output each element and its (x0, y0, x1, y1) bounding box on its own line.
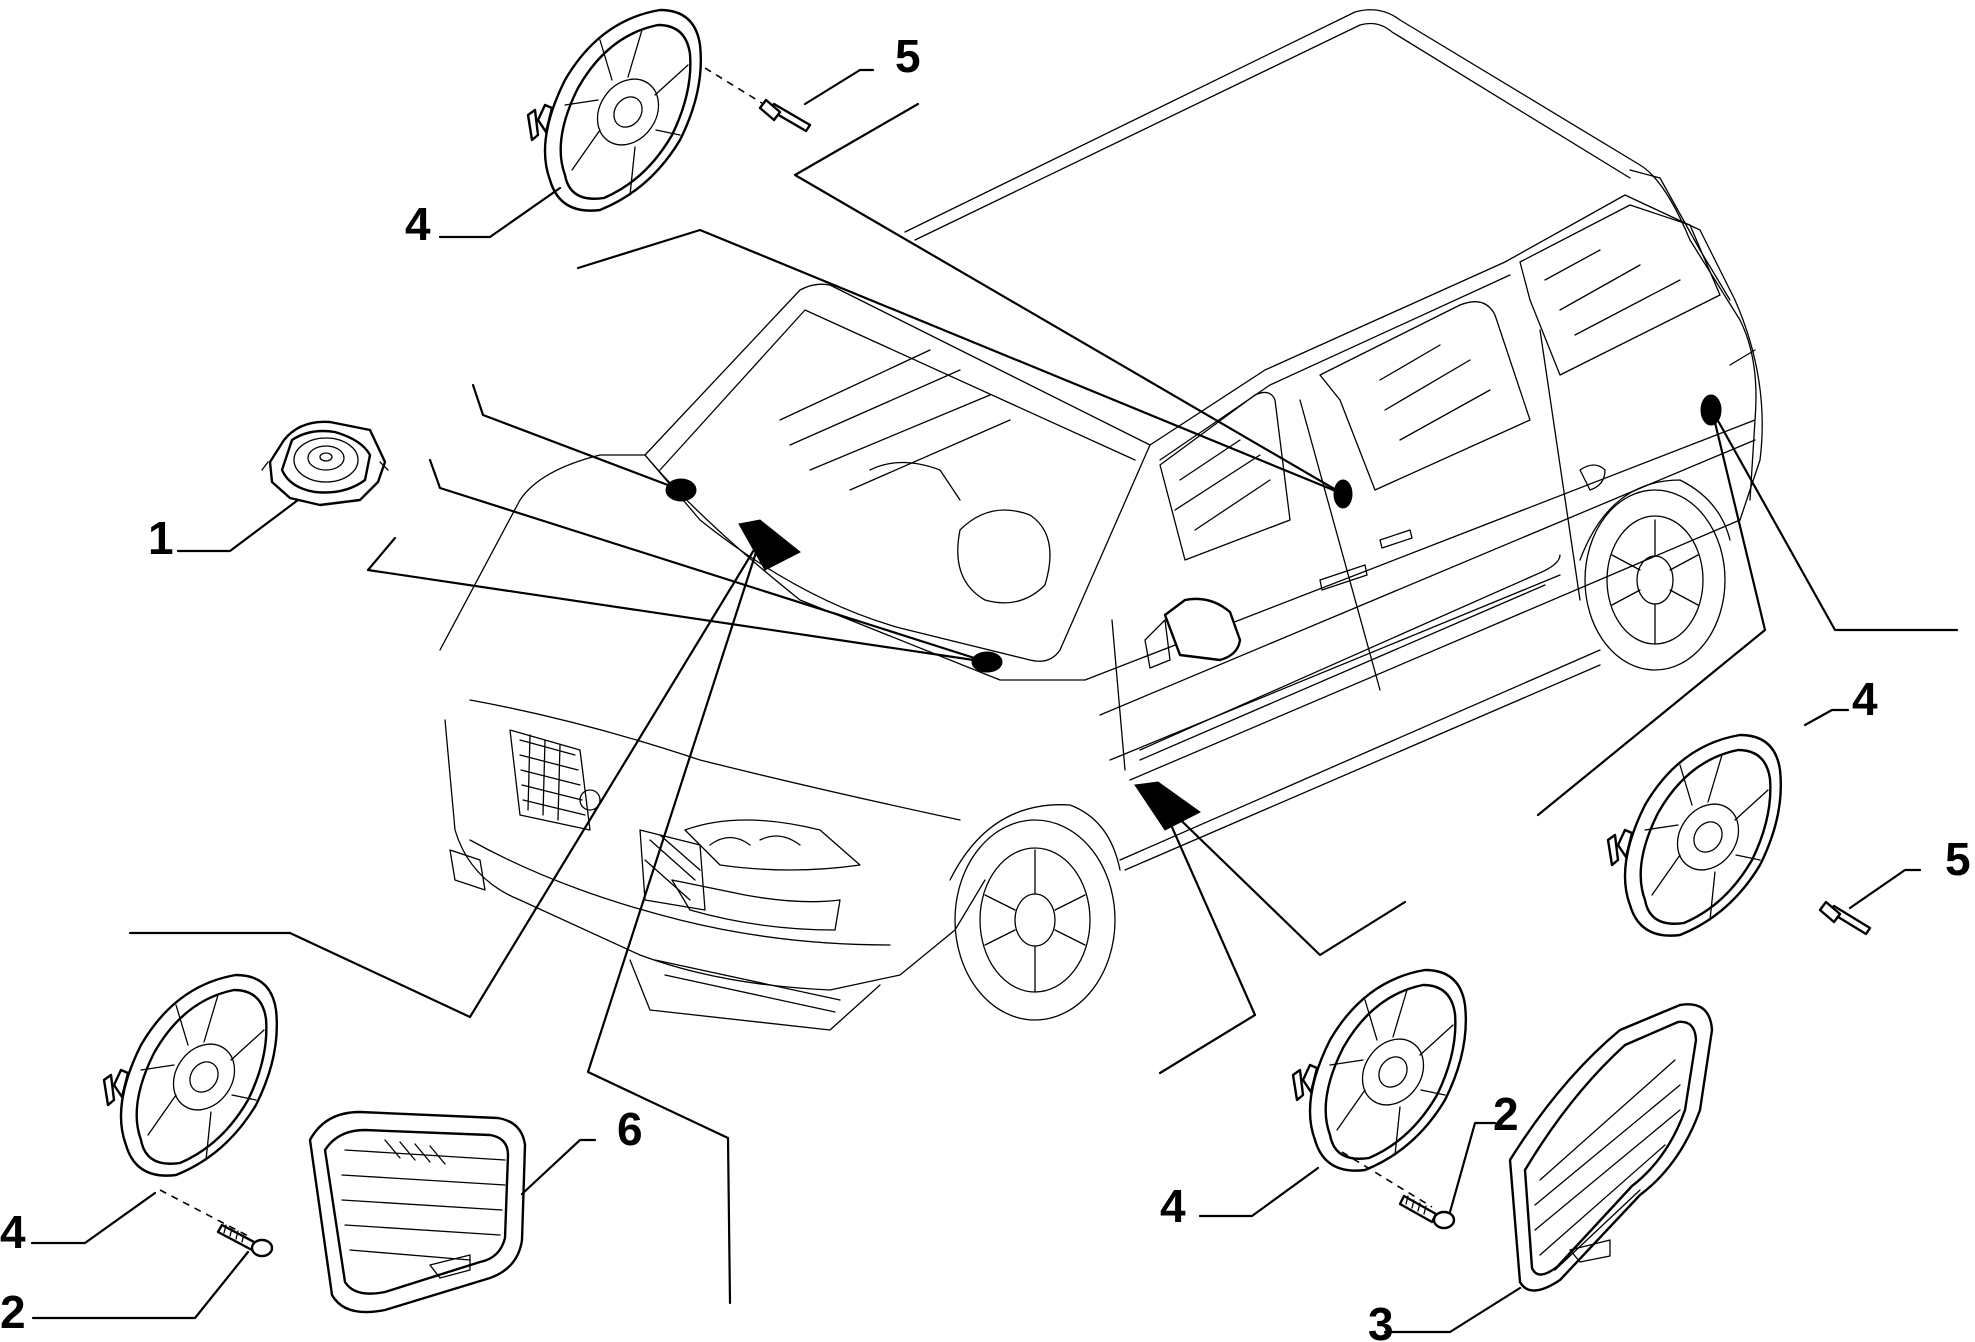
callout-2-left: 2 (0, 1286, 26, 1338)
callout-6: 6 (617, 1103, 643, 1155)
callout-numbers: 1 2 2 3 4 4 4 4 5 5 6 (0, 30, 1971, 1342)
screw-right (1341, 1151, 1456, 1230)
callout-3: 3 (1368, 1298, 1394, 1342)
callout-leaders (30, 68, 1922, 1334)
rivet-top (704, 67, 812, 133)
callout-2-right: 2 (1493, 1088, 1519, 1140)
callout-4-right-top: 4 (1852, 673, 1878, 725)
minivan-illustration (439, 9, 1763, 1031)
callout-4-top: 4 (405, 198, 431, 250)
callout-4-left: 4 (0, 1206, 26, 1258)
speaker-top (526, 8, 702, 212)
tweeter-grille-right (1508, 1003, 1714, 1292)
tweeter-grille-left (308, 1110, 527, 1314)
rivet-right (1818, 900, 1872, 936)
marker-tweeter-left (738, 519, 801, 571)
callout-5-top: 5 (895, 30, 921, 82)
speaker-right-bottom (1291, 968, 1467, 1172)
leader-lines (128, 102, 1959, 1305)
callout-4-right-bottom: 4 (1160, 1180, 1186, 1232)
callout-5-right: 5 (1945, 833, 1971, 885)
speaker-right-top (1606, 733, 1782, 937)
dash-speaker-part (261, 420, 389, 507)
speaker-left-bottom (102, 973, 278, 1177)
screw-left (159, 1189, 274, 1258)
callout-1: 1 (148, 512, 174, 564)
